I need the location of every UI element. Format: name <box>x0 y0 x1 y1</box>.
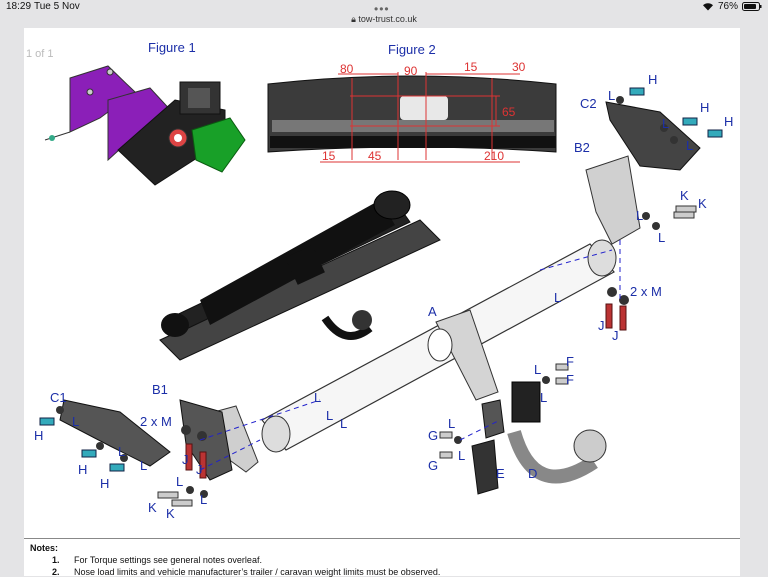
svg-text:65: 65 <box>502 105 516 119</box>
svg-text:G: G <box>428 458 438 473</box>
address-bar[interactable]: ••• 🔒︎ tow-trust.co.uk <box>0 2 768 28</box>
note-2-text: Nose load limits and vehicle manufacture… <box>74 567 441 577</box>
fasteners <box>39 87 723 507</box>
svg-text:H: H <box>34 428 43 443</box>
figure1-label: Figure 1 <box>148 40 196 55</box>
note-1-number: 1. <box>52 555 60 565</box>
svg-text:30: 30 <box>512 60 526 74</box>
svg-text:K: K <box>148 500 157 515</box>
note-1-text: For Torque settings see general notes ov… <box>74 555 262 565</box>
svg-text:K: K <box>680 188 689 203</box>
svg-text:L: L <box>658 230 665 245</box>
tab-menu-dots-icon[interactable]: ••• <box>374 2 390 16</box>
svg-text:F: F <box>566 354 574 369</box>
svg-text:L: L <box>608 88 615 103</box>
svg-text:L: L <box>176 474 183 489</box>
svg-text:C2: C2 <box>580 96 597 111</box>
svg-text:210: 210 <box>484 149 504 163</box>
battery-icon <box>742 2 762 11</box>
svg-text:D: D <box>528 466 537 481</box>
figure2-dimensions: 80 90 15 30 65 15 45 210 <box>322 60 526 163</box>
svg-text:J: J <box>182 452 189 467</box>
svg-text:15: 15 <box>322 149 336 163</box>
wifi-icon <box>702 3 713 11</box>
status-time: 18:29 <box>6 1 32 12</box>
status-bar: 18:29 Tue 5 Nov 76% <box>0 0 768 14</box>
svg-text:L: L <box>448 416 455 431</box>
notes-title: Notes: <box>30 543 59 553</box>
svg-text:L: L <box>72 414 79 429</box>
svg-text:K: K <box>698 196 707 211</box>
svg-text:L: L <box>458 448 465 463</box>
svg-text:J: J <box>196 462 203 477</box>
svg-text:L: L <box>662 116 669 131</box>
svg-text:B1: B1 <box>152 382 168 397</box>
svg-text:H: H <box>648 72 657 87</box>
svg-text:A: A <box>428 304 437 319</box>
notes-section: Notes: 1. For Torque settings see genera… <box>24 538 740 577</box>
svg-text:J: J <box>598 318 605 333</box>
svg-text:H: H <box>700 100 709 115</box>
svg-text:H: H <box>100 476 109 491</box>
svg-text:G: G <box>428 428 438 443</box>
svg-text:K: K <box>166 506 175 521</box>
figure2-label: Figure 2 <box>388 42 436 57</box>
url-text[interactable]: 🔒︎ tow-trust.co.uk <box>351 14 417 24</box>
assembled-towbar <box>159 190 441 361</box>
part-labels: H C2 L H H L L B2 K K L L L 2 x M J J A … <box>34 72 733 521</box>
svg-text:C1: C1 <box>50 390 67 405</box>
svg-text:90: 90 <box>404 64 418 78</box>
svg-text:L: L <box>118 444 125 459</box>
page-count: 1 of 1 <box>26 48 54 60</box>
lock-icon: 🔒︎ <box>351 14 356 24</box>
svg-text:L: L <box>140 458 147 473</box>
battery-percent: 76% <box>717 1 738 12</box>
svg-text:L: L <box>314 390 321 405</box>
svg-text:L: L <box>554 290 561 305</box>
svg-text:L: L <box>340 416 347 431</box>
svg-text:2 x M: 2 x M <box>140 414 172 429</box>
figure1-illustration <box>44 65 246 186</box>
svg-text:45: 45 <box>368 149 382 163</box>
svg-text:J: J <box>612 328 619 343</box>
svg-text:H: H <box>724 114 733 129</box>
svg-text:15: 15 <box>464 60 478 74</box>
svg-text:B2: B2 <box>574 140 590 155</box>
svg-text:L: L <box>636 208 643 223</box>
figure2-bumper <box>267 72 557 163</box>
status-indicators: 76% <box>702 1 762 12</box>
svg-text:L: L <box>326 408 333 423</box>
svg-text:L: L <box>540 390 547 405</box>
svg-text:L: L <box>200 492 207 507</box>
svg-text:L: L <box>686 138 693 153</box>
svg-text:H: H <box>78 462 87 477</box>
svg-text:L: L <box>534 362 541 377</box>
note-2-number: 2. <box>52 567 60 577</box>
svg-text:E: E <box>496 466 505 481</box>
svg-text:80: 80 <box>340 62 354 76</box>
svg-text:2 x M: 2 x M <box>630 284 662 299</box>
status-date: Tue 5 Nov <box>34 1 80 12</box>
svg-text:F: F <box>566 372 574 387</box>
